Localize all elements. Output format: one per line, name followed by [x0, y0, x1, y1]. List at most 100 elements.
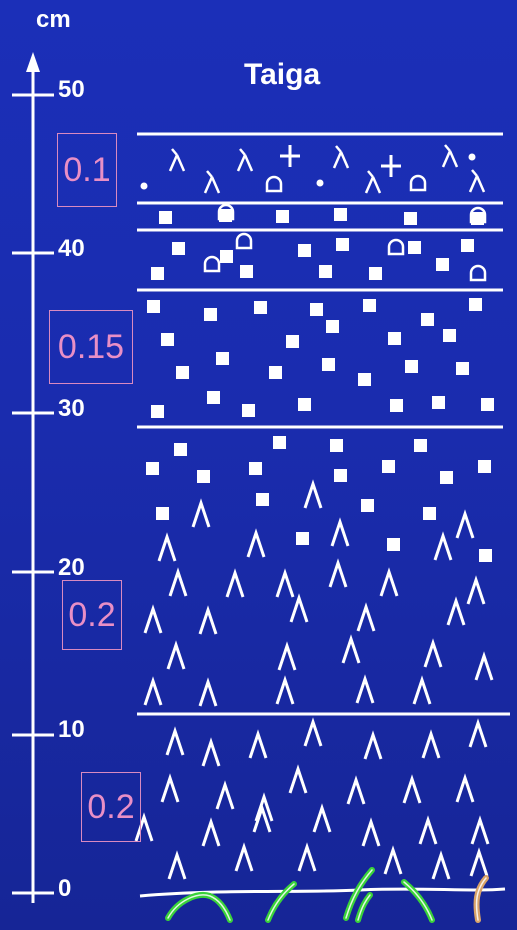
chevron-symbol — [420, 820, 436, 844]
particle-square — [204, 308, 217, 321]
chevron-symbol — [471, 852, 487, 876]
particle-square — [363, 299, 376, 312]
chevron-symbol — [159, 537, 175, 561]
particle-square — [220, 250, 233, 263]
chevron-symbol — [363, 822, 379, 846]
chevron-symbol — [357, 679, 373, 703]
cap-symbol — [237, 234, 251, 248]
chevron-symbol — [290, 769, 306, 793]
particle-square — [151, 267, 164, 280]
chevron-symbol — [203, 822, 219, 846]
particle-square — [249, 462, 262, 475]
tick-label-50: 50 — [58, 78, 85, 102]
chevron-symbol — [332, 522, 348, 546]
particle-square — [436, 258, 449, 271]
chevron-symbol — [433, 855, 449, 879]
chevron-symbol — [299, 847, 315, 871]
chevron-symbol — [476, 656, 492, 680]
particle-square — [298, 398, 311, 411]
particle-square — [443, 329, 456, 342]
particle-square — [421, 313, 434, 326]
particle-square — [481, 398, 494, 411]
particle-square — [387, 538, 400, 551]
chevron-symbol — [348, 780, 364, 804]
particle-square — [479, 549, 492, 562]
particle-square — [296, 532, 309, 545]
particle-square — [298, 244, 311, 257]
particle-square — [197, 470, 210, 483]
chevron-symbol — [358, 607, 374, 631]
particle-square — [330, 439, 343, 452]
chevron-symbol — [200, 610, 216, 634]
axis-arrowhead — [26, 52, 40, 72]
particle-square — [254, 301, 267, 314]
chevron-symbol — [425, 643, 441, 667]
chevron-symbol — [457, 514, 473, 538]
grass-blade — [268, 884, 294, 920]
dot-symbol — [469, 154, 476, 161]
particle-square — [207, 391, 220, 404]
particle-square — [286, 335, 299, 348]
particle-square — [322, 358, 335, 371]
plus-symbol — [381, 155, 401, 177]
particle-square — [388, 332, 401, 345]
cap-symbol — [205, 257, 219, 271]
chevron-symbol — [470, 723, 486, 747]
chevron-symbol — [167, 731, 183, 755]
particle-square — [216, 352, 229, 365]
chevron-symbol — [330, 563, 346, 587]
particle-square — [382, 460, 395, 473]
tick-label-20: 20 — [58, 556, 85, 580]
chevron-symbol — [414, 680, 430, 704]
particle-square — [156, 507, 169, 520]
chevron-symbol — [203, 742, 219, 766]
chevron-symbol — [314, 808, 330, 832]
particle-square — [319, 265, 332, 278]
chevron-symbol — [250, 734, 266, 758]
particle-square — [432, 396, 445, 409]
chevron-symbol — [217, 785, 233, 809]
chevron-symbol — [170, 572, 186, 596]
particle-square — [361, 499, 374, 512]
particle-square — [276, 210, 289, 223]
chevron-symbol — [305, 722, 321, 746]
chevron-symbol — [200, 682, 216, 706]
chevron-symbol — [468, 580, 484, 604]
particle-square — [256, 493, 269, 506]
plus-symbol — [280, 145, 300, 167]
particle-square — [159, 211, 172, 224]
chevron-symbol — [305, 484, 321, 508]
particle-square — [147, 300, 160, 313]
layer-rate-box: 0.15 — [49, 310, 133, 384]
particle-square — [469, 298, 482, 311]
particle-square — [174, 443, 187, 456]
particle-square — [461, 239, 474, 252]
layer-rate-box: 0.1 — [57, 133, 117, 207]
tick-label-30: 30 — [58, 397, 85, 421]
chevron-symbol — [365, 735, 381, 759]
particle-square — [408, 241, 421, 254]
particle-square — [390, 399, 403, 412]
particle-square — [405, 360, 418, 373]
chevron-symbol — [279, 646, 295, 670]
layer-rate-box: 0.2 — [81, 772, 141, 842]
chevron-symbol — [162, 778, 178, 802]
particle-square — [242, 404, 255, 417]
particle-square — [440, 471, 453, 484]
chevron-symbol — [248, 533, 264, 557]
particle-square — [326, 320, 339, 333]
particle-square — [404, 212, 417, 225]
particle-square — [172, 242, 185, 255]
chevron-symbol — [193, 503, 209, 527]
cap-symbol — [411, 176, 425, 190]
chevron-symbol — [423, 734, 439, 758]
chevron-symbol — [145, 609, 161, 633]
needle-symbol — [334, 146, 348, 168]
chevron-symbol — [227, 573, 243, 597]
cap-symbol — [267, 177, 281, 191]
cap-symbol — [389, 240, 403, 254]
tick-label-10: 10 — [58, 718, 85, 742]
tick-label-0: 0 — [58, 877, 71, 901]
chevron-symbol — [385, 850, 401, 874]
